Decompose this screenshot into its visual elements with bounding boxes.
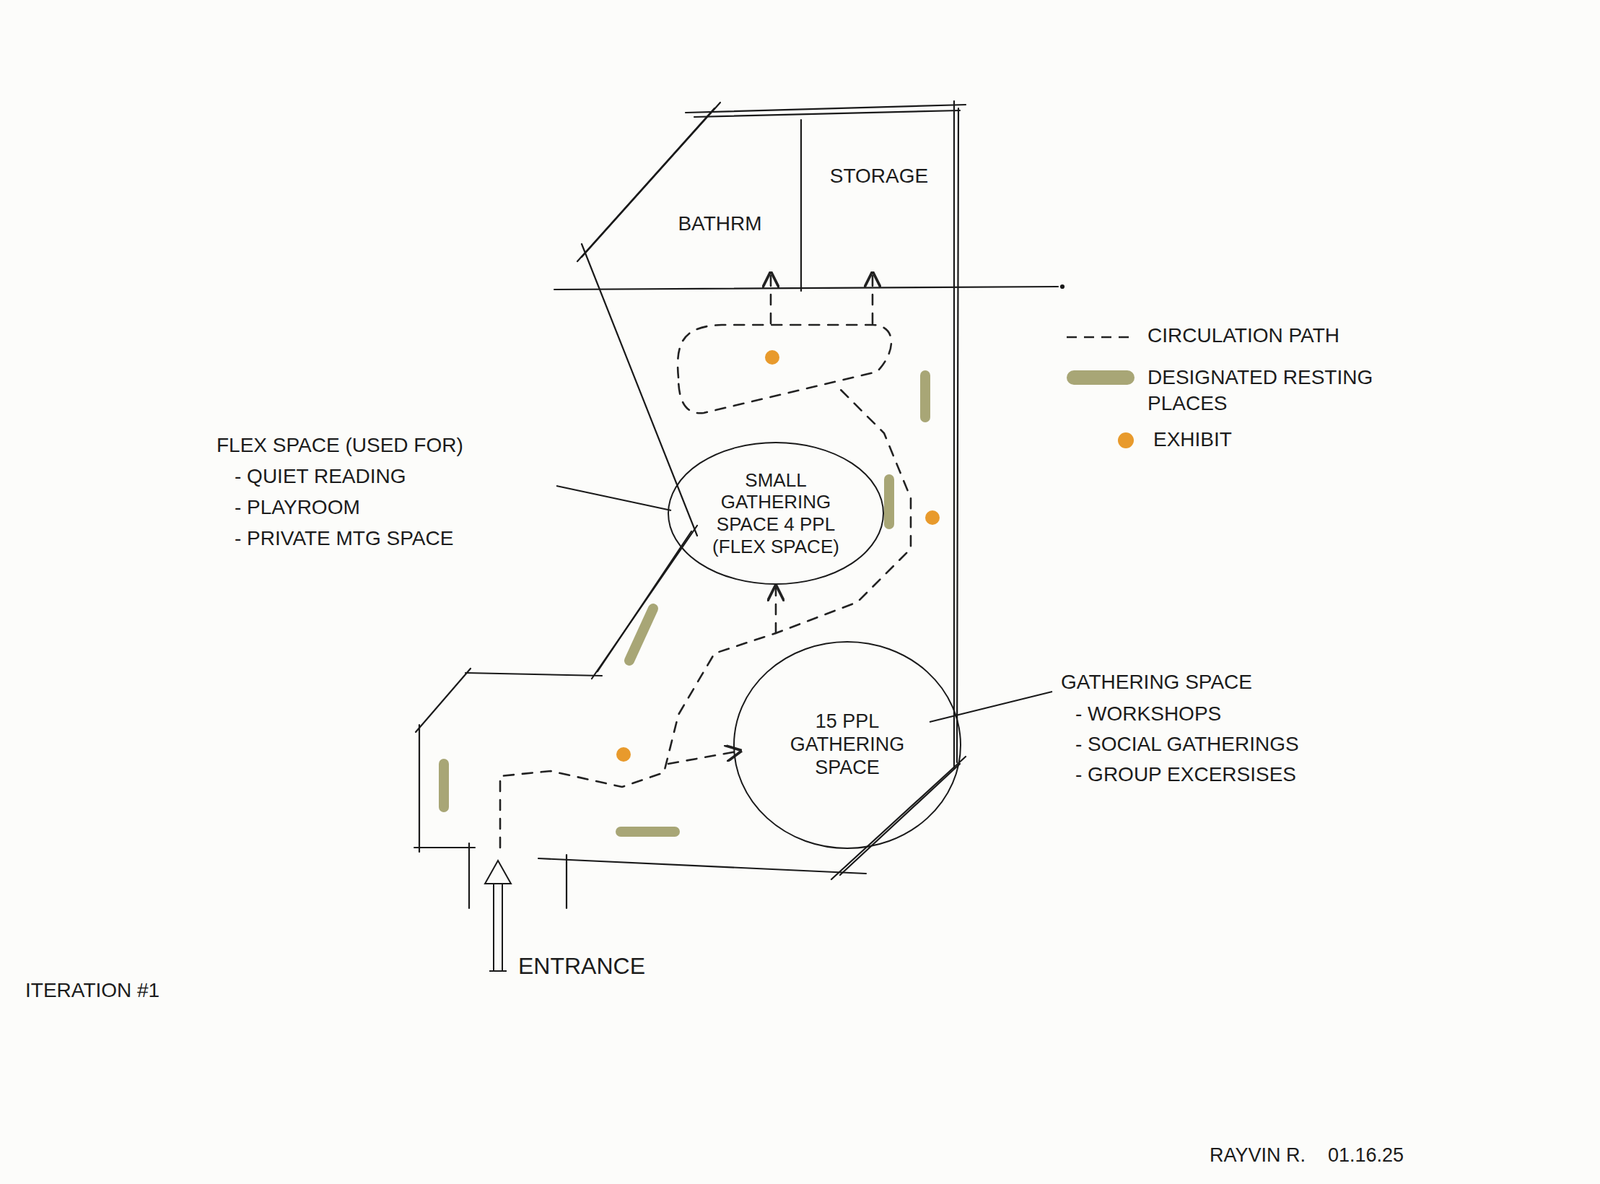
entrance-arrow [484,860,511,971]
note-label: - QUIET READING [234,464,407,488]
gathering-circle: 15 PPL GATHERING SPACE [732,640,963,850]
note-label: 01.16.25 [1327,1143,1404,1167]
node-text: STORAGE [829,163,929,188]
legend-swatch [1117,432,1134,449]
legend-text: EXHIBIT [1153,427,1232,452]
node-text: 15 PPL GATHERING SPACE [771,710,924,780]
note-label: FLEX SPACE (USED FOR) [216,433,464,457]
node-label: 15 PPL GATHERING SPACE [771,710,924,780]
node-label: BATHRM [677,211,762,236]
circle-line [733,641,961,848]
note-label: - WORKSHOPS [1075,701,1222,726]
legend-text: CIRCULATION PATH [1147,323,1340,348]
note-label: GATHERING SPACE [1060,669,1253,694]
note-label: ITERATION #1 [25,977,160,1002]
node-text: BATHRM [677,211,762,236]
node-label: SMALL GATHERING SPACE 4 PPL (FLEX SPACE) [703,469,848,558]
node-text: SMALL GATHERING SPACE 4 PPL (FLEX SPACE) [703,469,848,558]
gathering-circle: SMALL GATHERING SPACE 4 PPL (FLEX SPACE) [666,440,885,586]
node-label: STORAGE [829,163,929,188]
note-label: - PRIVATE MTG SPACE [234,526,454,550]
room-box: BATHRM [635,189,805,259]
circle-line [668,442,884,584]
note-label: - PLAYROOM [234,495,361,519]
exhibits [616,350,940,762]
legend-line-sample [1066,336,1135,339]
legend-text: DESIGNATED RESTING PLACES [1147,364,1379,418]
note-label: RAYVIN R. [1209,1143,1306,1167]
legend-swatch [1066,370,1135,385]
resting-places [443,375,926,832]
note-label: ENTRANCE [518,952,646,981]
note-label: - SOCIAL GATHERINGS [1075,731,1300,756]
room-box: STORAGE [806,152,952,200]
walls [414,101,1064,908]
note-label: - GROUP EXCERSISES [1075,762,1297,786]
